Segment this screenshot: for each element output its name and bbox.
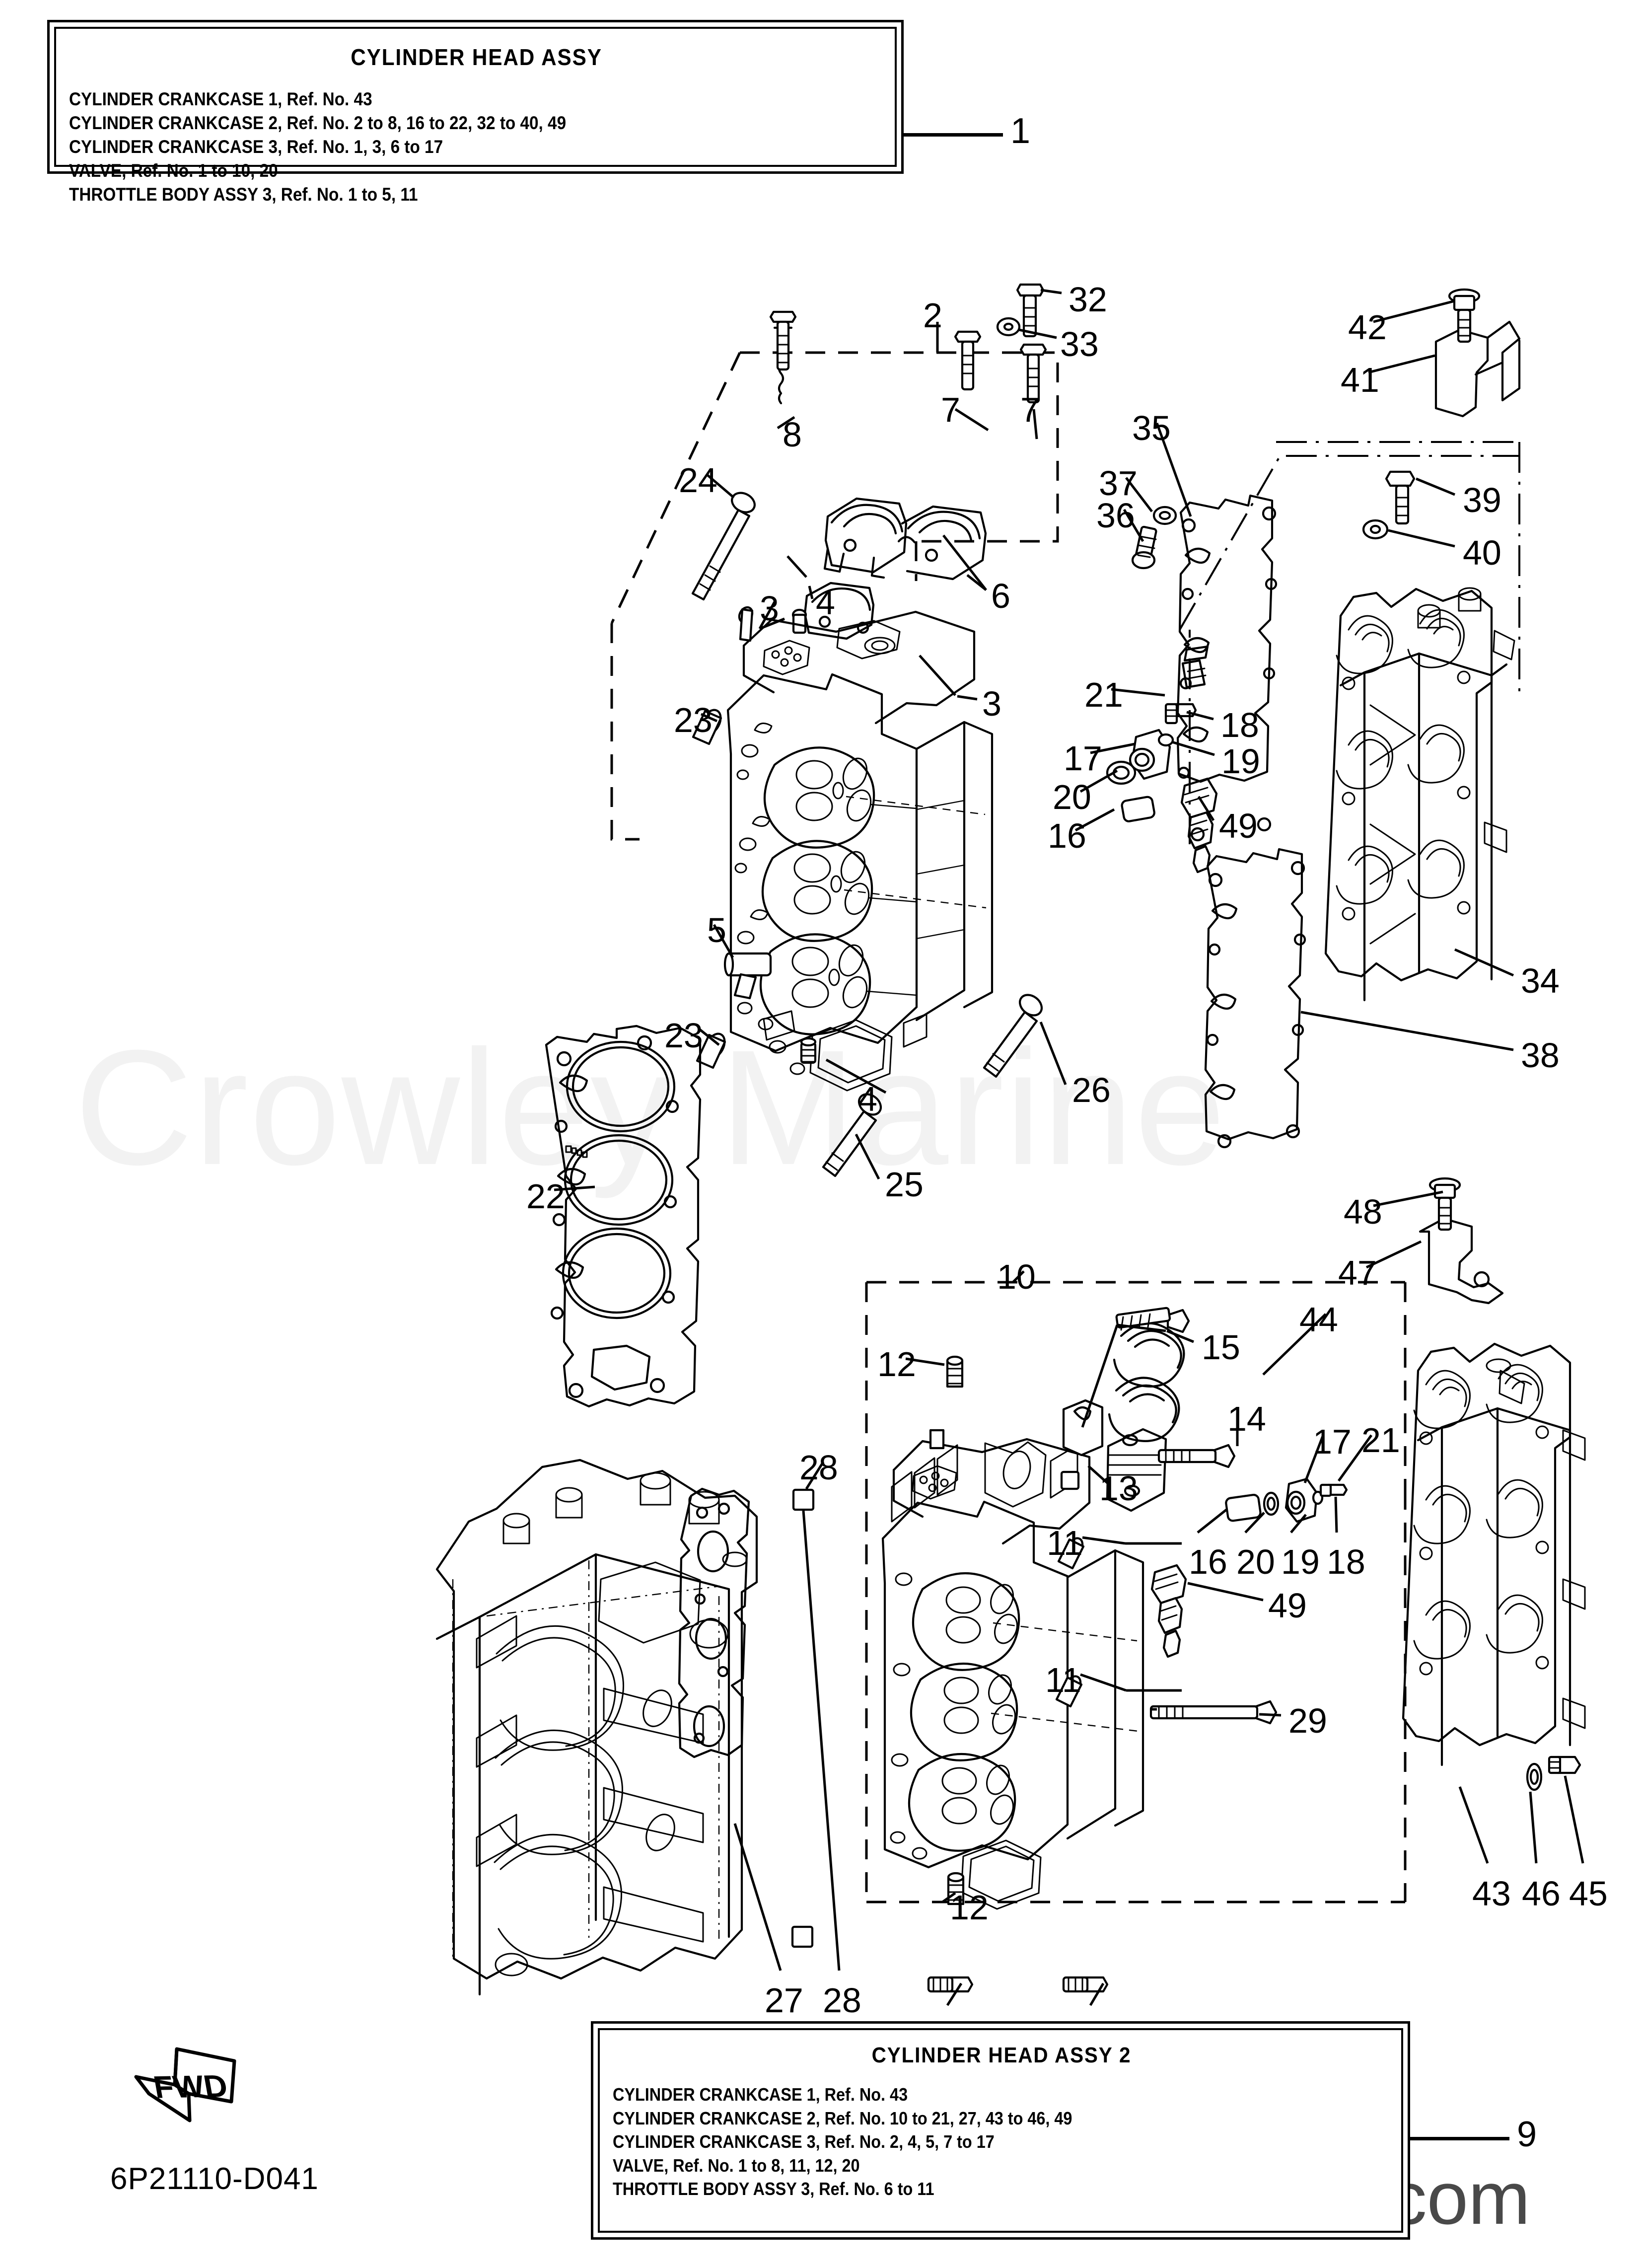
callout-2-c2: 2 (923, 296, 942, 335)
callout-45-c45: 45 (1569, 1874, 1608, 1913)
callout-1: 1 (1010, 111, 1031, 151)
callout-37-c37: 37 (1099, 464, 1138, 503)
title-box-top-line-3: CYLINDER CRANKCASE 3, Ref. No. 1, 3, 6 t… (69, 137, 443, 157)
callout-4-c4b: 4 (858, 1080, 877, 1118)
callout-16-c16b: 16 (1189, 1542, 1227, 1581)
callout-29-c29: 29 (1288, 1701, 1327, 1740)
callout-25-c25: 25 (885, 1165, 924, 1204)
callout-20-c20a: 20 (1053, 778, 1091, 816)
title-box-top-line-5: THROTTLE BODY ASSY 3, Ref. No. 1 to 5, 1… (69, 184, 418, 205)
callout-22-c22: 22 (526, 1177, 565, 1216)
callout-9: 9 (1517, 2115, 1537, 2154)
callout-36-c36: 36 (1096, 496, 1135, 535)
callout-12-c12b: 12 (950, 1888, 989, 1927)
callout-16-c16a: 16 (1048, 816, 1086, 855)
callout-21-c21a: 21 (1084, 675, 1123, 714)
callout-26-c26: 26 (1072, 1071, 1111, 1109)
title-box-top-leader-line (904, 133, 1003, 137)
title-box-bottom-line-2: CYLINDER CRANKCASE 2, Ref. No. 10 to 21,… (613, 2108, 1072, 2128)
title-box-bottom-line-5: THROTTLE BODY ASSY 3, Ref. No. 6 to 11 (613, 2179, 934, 2199)
title-box-bottom-heading: CYLINDER HEAD ASSY 2 (871, 2043, 1132, 2067)
title-box-bottom-line-3: CYLINDER CRANKCASE 3, Ref. No. 2, 4, 5, … (613, 2131, 995, 2152)
callout-17-c17b: 17 (1313, 1422, 1352, 1461)
callout-39-c39: 39 (1463, 481, 1501, 519)
callout-6-c6: 6 (991, 577, 1010, 615)
callout-38-c38: 38 (1521, 1036, 1560, 1075)
callout-11-c11a: 11 (1047, 1524, 1083, 1562)
drawing-number: 6P21110-D041 (110, 2162, 319, 2196)
callout-43-c43: 43 (1472, 1874, 1511, 1913)
svg-text:FWD: FWD (151, 2068, 230, 2105)
title-box-bottom-line-4: VALVE, Ref. No. 1 to 8, 11, 12, 20 (613, 2155, 860, 2176)
callout-42-c42: 42 (1348, 308, 1387, 347)
callout-28-c28a: 28 (799, 1448, 838, 1487)
title-box-top-line-4: VALVE, Ref. No. 1 to 10, 20 (69, 160, 278, 181)
callout-5-c5: 5 (707, 911, 726, 950)
callout-15-c15: 15 (1202, 1328, 1240, 1367)
title-box-top-line-2: CYLINDER CRANKCASE 2, Ref. No. 2 to 8, 1… (69, 113, 567, 134)
callout-27-c27: 27 (765, 1981, 803, 2020)
callout-49-c49b: 49 (1268, 1586, 1307, 1625)
title-box-top-line-1: CYLINDER CRANKCASE 1, Ref. No. 43 (69, 89, 372, 109)
callout-3-c3b: 3 (982, 684, 1001, 723)
callout-34-c34: 34 (1521, 961, 1560, 1000)
callout-35-c35: 35 (1132, 409, 1171, 447)
callout-17-c17a: 17 (1064, 739, 1102, 778)
title-box-top-heading: CYLINDER HEAD ASSY (351, 44, 602, 70)
callout-46-c46: 46 (1522, 1874, 1561, 1913)
callout-7-c7a: 7 (941, 390, 960, 429)
callout-18-c18b: 18 (1327, 1542, 1365, 1581)
callout-13-c13: 13 (1099, 1469, 1138, 1508)
callout-10-c10: 10 (997, 1257, 1036, 1296)
callout-21-c21b: 21 (1361, 1421, 1400, 1460)
callout-12-c12a: 12 (877, 1345, 916, 1384)
callout-19-c19b: 19 (1281, 1542, 1320, 1581)
callout-41-c41: 41 (1341, 361, 1379, 399)
fwd-arrow-icon: FWD (134, 2047, 236, 2122)
callout-19-c19a: 19 (1221, 742, 1260, 781)
title-box-cylinder-head-assy: CYLINDER HEAD ASSY CYLINDER CRANKCASE 1,… (47, 20, 904, 205)
callout-8-c8: 8 (783, 415, 802, 454)
callout-18-c18a: 18 (1220, 706, 1259, 744)
callout-40-c40: 40 (1463, 533, 1501, 572)
callout-23-c23b: 23 (664, 1016, 703, 1055)
callout-7-c7b: 7 (1020, 390, 1040, 429)
callout-4-c4a: 4 (816, 583, 835, 622)
callout-32-c32: 32 (1069, 280, 1107, 319)
title-box-cylinder-head-assy-2: CYLINDER HEAD ASSY 2 CYLINDER CRANKCASE … (591, 2021, 1410, 2240)
callout-11-c11b: 11 (1045, 1661, 1081, 1699)
callout-44-c44: 44 (1299, 1300, 1338, 1339)
callout-28-c28b: 28 (823, 1981, 861, 2020)
callout-47-c47: 47 (1338, 1253, 1377, 1292)
callout-20-c20b: 20 (1236, 1542, 1275, 1581)
callout-3-c3a: 3 (760, 589, 779, 628)
callout-14-c14: 14 (1227, 1399, 1266, 1438)
callout-49-c49a: 49 (1219, 806, 1258, 845)
title-box-bottom-leader-line (1410, 2137, 1509, 2140)
title-box-bottom-line-1: CYLINDER CRANKCASE 1, Ref. No. 43 (613, 2084, 908, 2105)
callout-24-c24: 24 (679, 461, 717, 500)
callout-48-c48: 48 (1344, 1192, 1382, 1231)
callout-33-c33: 33 (1060, 325, 1099, 364)
callout-23-c23a: 23 (674, 701, 713, 739)
